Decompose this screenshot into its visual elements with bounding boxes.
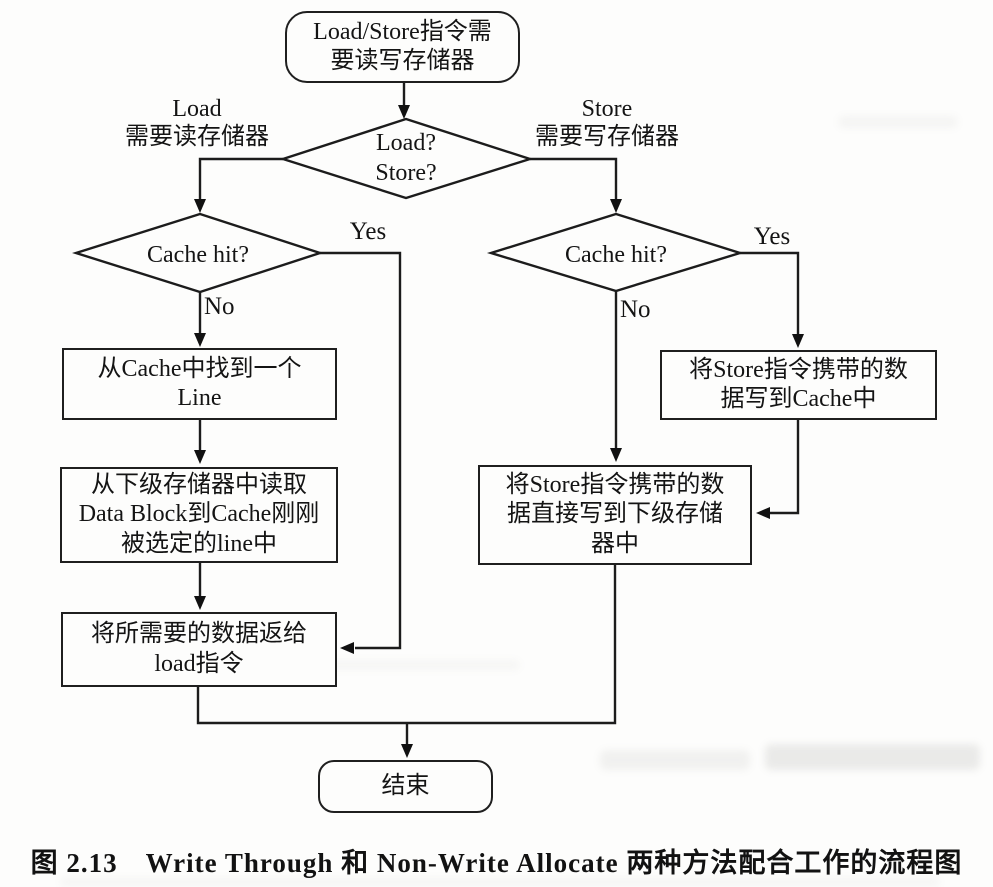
process-write-cache-node: 将Store指令携带的数 据写到Cache中 xyxy=(660,350,937,420)
decision-diamond-cache-hit-store xyxy=(486,212,745,293)
process-read-block-node: 从下级存储器中读取 Data Block到Cache刚刚 被选定的line中 xyxy=(60,467,338,563)
arrowhead-down-icon xyxy=(401,744,413,758)
decision-cache-hit-load-text: Cache hit? xyxy=(147,242,249,268)
end-node: 结束 xyxy=(318,760,493,813)
yes-label-store: Yes xyxy=(753,223,791,250)
process-find-line-node: 从Cache中找到一个 Line xyxy=(62,348,337,420)
connector-line xyxy=(770,420,800,515)
arrowhead-left-icon xyxy=(756,507,770,519)
connector-line xyxy=(198,157,283,200)
arrowhead-down-icon xyxy=(194,596,206,610)
arrowhead-down-icon xyxy=(792,334,804,348)
scan-artifact xyxy=(60,878,940,886)
arrowhead-down-icon xyxy=(194,199,206,213)
connector-line xyxy=(320,251,402,650)
decision-diamond-cache-hit-load xyxy=(72,212,324,294)
scan-artifact xyxy=(600,750,750,770)
arrowhead-down-icon xyxy=(194,450,206,464)
scan-artifact xyxy=(190,660,520,670)
decision-diamond-load-store xyxy=(279,117,534,200)
figure-caption: 图 2.13 Write Through 和 Non-Write Allocat… xyxy=(30,848,963,878)
process-return-data-node: 将所需要的数据返给 load指令 xyxy=(61,612,337,687)
arrowhead-down-icon xyxy=(610,199,622,213)
no-label-store: No xyxy=(620,296,651,323)
store-branch-label: Store 需要写存储器 xyxy=(535,96,679,150)
start-node: Load/Store指令需 要读写存储器 xyxy=(285,11,520,83)
decision-load-store-text: Load? Store? xyxy=(375,130,437,186)
load-branch-label: Load 需要读存储器 xyxy=(125,96,269,150)
scan-artifact xyxy=(765,744,980,770)
arrowhead-down-icon xyxy=(194,333,206,347)
arrowhead-down-icon xyxy=(610,448,622,462)
arrowhead-left-icon xyxy=(340,642,354,654)
decision-cache-hit-store-text: Cache hit? xyxy=(565,242,667,268)
connector-line xyxy=(740,251,800,335)
no-label-load: No xyxy=(204,293,235,320)
connector-line xyxy=(530,157,618,200)
yes-label-load: Yes xyxy=(349,218,387,245)
arrowhead-down-icon xyxy=(398,105,410,119)
process-write-memory-node: 将Store指令携带的数 据直接写到下级存储 器中 xyxy=(478,465,752,565)
scan-artifact xyxy=(838,116,958,128)
